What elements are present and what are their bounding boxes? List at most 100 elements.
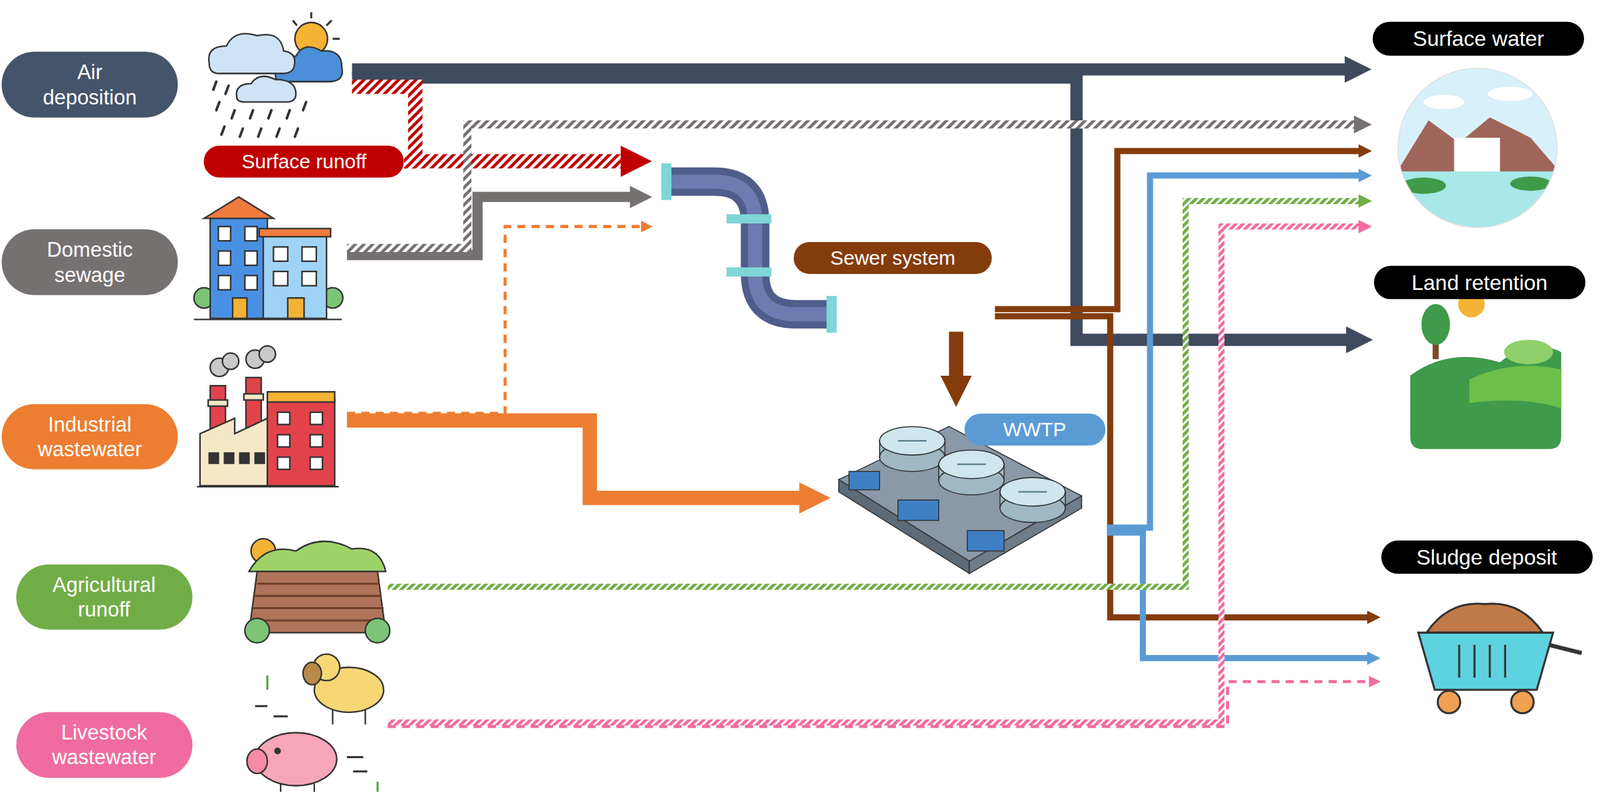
weather-icon-part-part <box>332 37 340 40</box>
livestock-icon-part-part <box>273 715 288 718</box>
livestock-icon-part <box>376 781 379 792</box>
flow-arrow <box>352 77 1355 340</box>
field-icon-part <box>251 583 385 621</box>
node-text: Sewer system <box>793 241 992 274</box>
flow-arrow <box>949 331 964 386</box>
treatment-plant-icon-part <box>848 471 1004 552</box>
flow-arrow <box>1107 532 1372 659</box>
sludge-cart-icon-part-part <box>1458 644 1461 678</box>
field-icon-part <box>249 541 387 572</box>
factory-icon-part-part <box>224 452 234 463</box>
factory-icon-part <box>200 418 268 486</box>
source-label: Agricultural runoff <box>15 535 388 643</box>
weather-icon-part-part <box>310 11 313 18</box>
flow-arrow <box>346 124 1360 248</box>
livestock-icon-part <box>313 783 316 792</box>
factory-icon-part <box>196 485 339 488</box>
livestock-icon-part <box>279 783 282 792</box>
factory-icon-part <box>243 393 264 400</box>
weather-icon-part-part <box>257 128 262 137</box>
factory-icon <box>196 345 339 487</box>
factory-icon-part-part <box>209 452 219 463</box>
pathway-label: Sewer system <box>652 147 995 332</box>
treatment-plant-icon-part-part <box>957 463 986 465</box>
sludge-cart-icon-part <box>1548 644 1582 653</box>
sewer-pipe-part-part <box>826 295 837 333</box>
building-icon-part-part <box>273 246 288 261</box>
weather-icon-part-part <box>293 20 298 26</box>
flow-arrow <box>346 420 809 498</box>
weather-icon-part-part <box>249 110 254 119</box>
field-icon-part-part <box>253 606 384 609</box>
factory-icon-part-part <box>255 452 265 463</box>
weather-icon-part-part <box>213 81 217 90</box>
sludge-cart-icon-part <box>1426 603 1543 633</box>
factory-icon-part-part <box>277 412 290 425</box>
node-text: Land retention <box>1373 265 1586 300</box>
building-icon-part-part <box>301 271 316 286</box>
surface-water-icon-part-part <box>1423 95 1464 110</box>
factory-icon-part-part <box>310 412 323 425</box>
factory-icon-part <box>267 391 335 402</box>
land-icon-part <box>1504 339 1554 365</box>
sewer-pipe-part-part <box>726 267 772 277</box>
livestock-icon-part-part <box>346 755 364 758</box>
factory-icon-part-part <box>239 452 250 463</box>
node-text: Surface water <box>1372 21 1585 56</box>
building-icon-part-part <box>273 271 288 286</box>
treatment-plant-icon <box>838 426 1082 573</box>
treatment-plant-icon-part <box>838 479 970 573</box>
sewer-pipe-part-part <box>726 214 772 224</box>
factory-icon-part-part <box>310 434 323 447</box>
factory-icon-part <box>277 412 324 470</box>
field-icon-part-part <box>251 618 385 621</box>
sludge-cart-icon-part-part <box>1473 644 1476 678</box>
building-icon-part <box>218 226 317 290</box>
factory-icon-part <box>209 452 265 463</box>
flow-arrow <box>404 154 631 169</box>
surface-water-icon-part <box>1395 66 1562 233</box>
treatment-plant-icon-part-part <box>999 477 1065 506</box>
sink-label: Surface water <box>1372 20 1587 230</box>
flow-arrow <box>387 200 1363 587</box>
livestock-icon-part-part <box>255 704 268 707</box>
weather-icon <box>208 11 343 137</box>
node-text: Agricultural runoff <box>15 563 193 629</box>
surface-water-icon-part-part <box>1487 86 1533 101</box>
treatment-plant-icon-part-part <box>879 426 945 455</box>
livestock-icon-part <box>331 709 334 724</box>
source-label: Air deposition <box>1 9 353 148</box>
factory-icon-part <box>208 400 228 407</box>
surface-water-icon-part <box>1397 68 1557 228</box>
building-icon-part-part <box>218 250 231 265</box>
field-icon-part-part <box>255 594 382 597</box>
weather-icon-part-part <box>268 110 272 119</box>
weather-icon-part-part <box>221 126 225 135</box>
treatment-plant-icon-part-part <box>898 499 939 521</box>
building-icon <box>194 196 343 320</box>
source-label: Livestock wastewater <box>15 652 388 796</box>
flow-arrow <box>387 226 1363 723</box>
treatment-plant-icon-part <box>838 426 1082 562</box>
treatment-plant-icon-part-part <box>967 530 1004 552</box>
flow-arrow <box>387 681 1372 727</box>
building-icon-part <box>259 228 331 237</box>
treatment-plant-icon-part-part <box>1018 490 1047 492</box>
building-icon-part-part <box>244 226 257 241</box>
factory-icon-part-part <box>277 434 290 447</box>
building-icon-part-part <box>218 226 231 241</box>
land-icon-part <box>1421 303 1450 345</box>
factory-icon-part-part <box>277 456 290 469</box>
node-text: Air deposition <box>1 51 179 117</box>
building-icon-part <box>194 318 343 320</box>
source-label: Industrial wastewater <box>1 351 347 490</box>
weather-icon-part-part <box>225 85 229 94</box>
livestock-icon-part-part <box>352 770 367 773</box>
sludge-cart-icon-part <box>1437 690 1461 714</box>
livestock-icon-part <box>266 675 269 690</box>
livestock-icon-part <box>364 709 366 724</box>
livestock-icon-part <box>246 748 268 774</box>
node-text: Surface runoff <box>204 145 405 178</box>
